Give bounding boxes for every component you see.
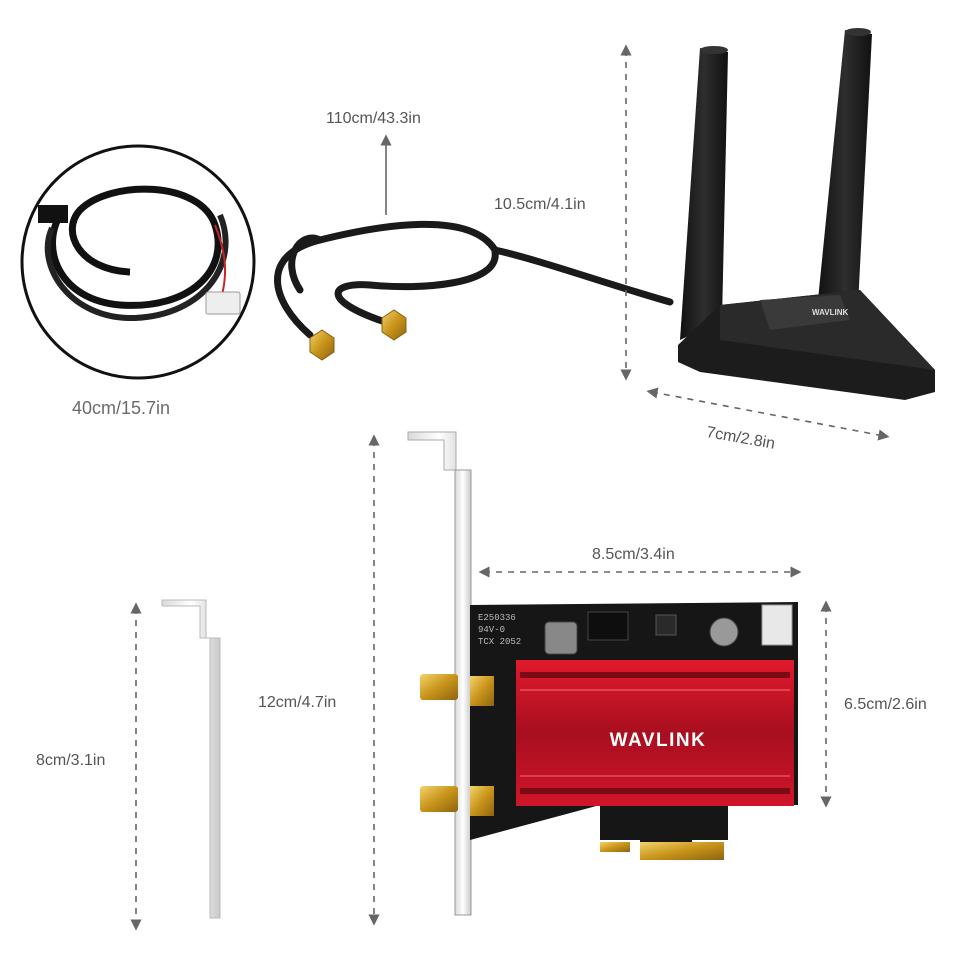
pcb-mark-2: 94V-0: [478, 625, 505, 635]
pcb-mark-1: E250336: [478, 613, 516, 623]
pcb-mark-3: TCX 2052: [478, 637, 521, 647]
heatsink: WAVLINK: [516, 660, 794, 806]
antenna-cable: [274, 220, 674, 339]
sma-connector-right: [381, 309, 407, 341]
full-bracket-label: 12cm/4.7in: [258, 694, 337, 711]
card-height-label: 6.5cm/2.6in: [844, 696, 927, 713]
heatsink-logo: WAVLINK: [610, 730, 707, 751]
antenna-height-label: 10.5cm/4.1in: [494, 196, 586, 213]
power-cable-label: 40cm/15.7in: [72, 398, 171, 418]
power-cable-inset: [20, 144, 256, 380]
cable-length-label: 110cm/43.3in: [326, 110, 421, 127]
low-bracket-label: 8cm/3.1in: [36, 752, 106, 769]
antenna-base: WAVLINK: [678, 28, 935, 400]
base-logo-text: WAVLINK: [812, 308, 849, 317]
dimension-lines: [130, 44, 890, 931]
sma-connector-left: [309, 329, 335, 361]
card-width-label: 8.5cm/3.4in: [592, 546, 675, 563]
low-profile-bracket: [161, 599, 221, 919]
